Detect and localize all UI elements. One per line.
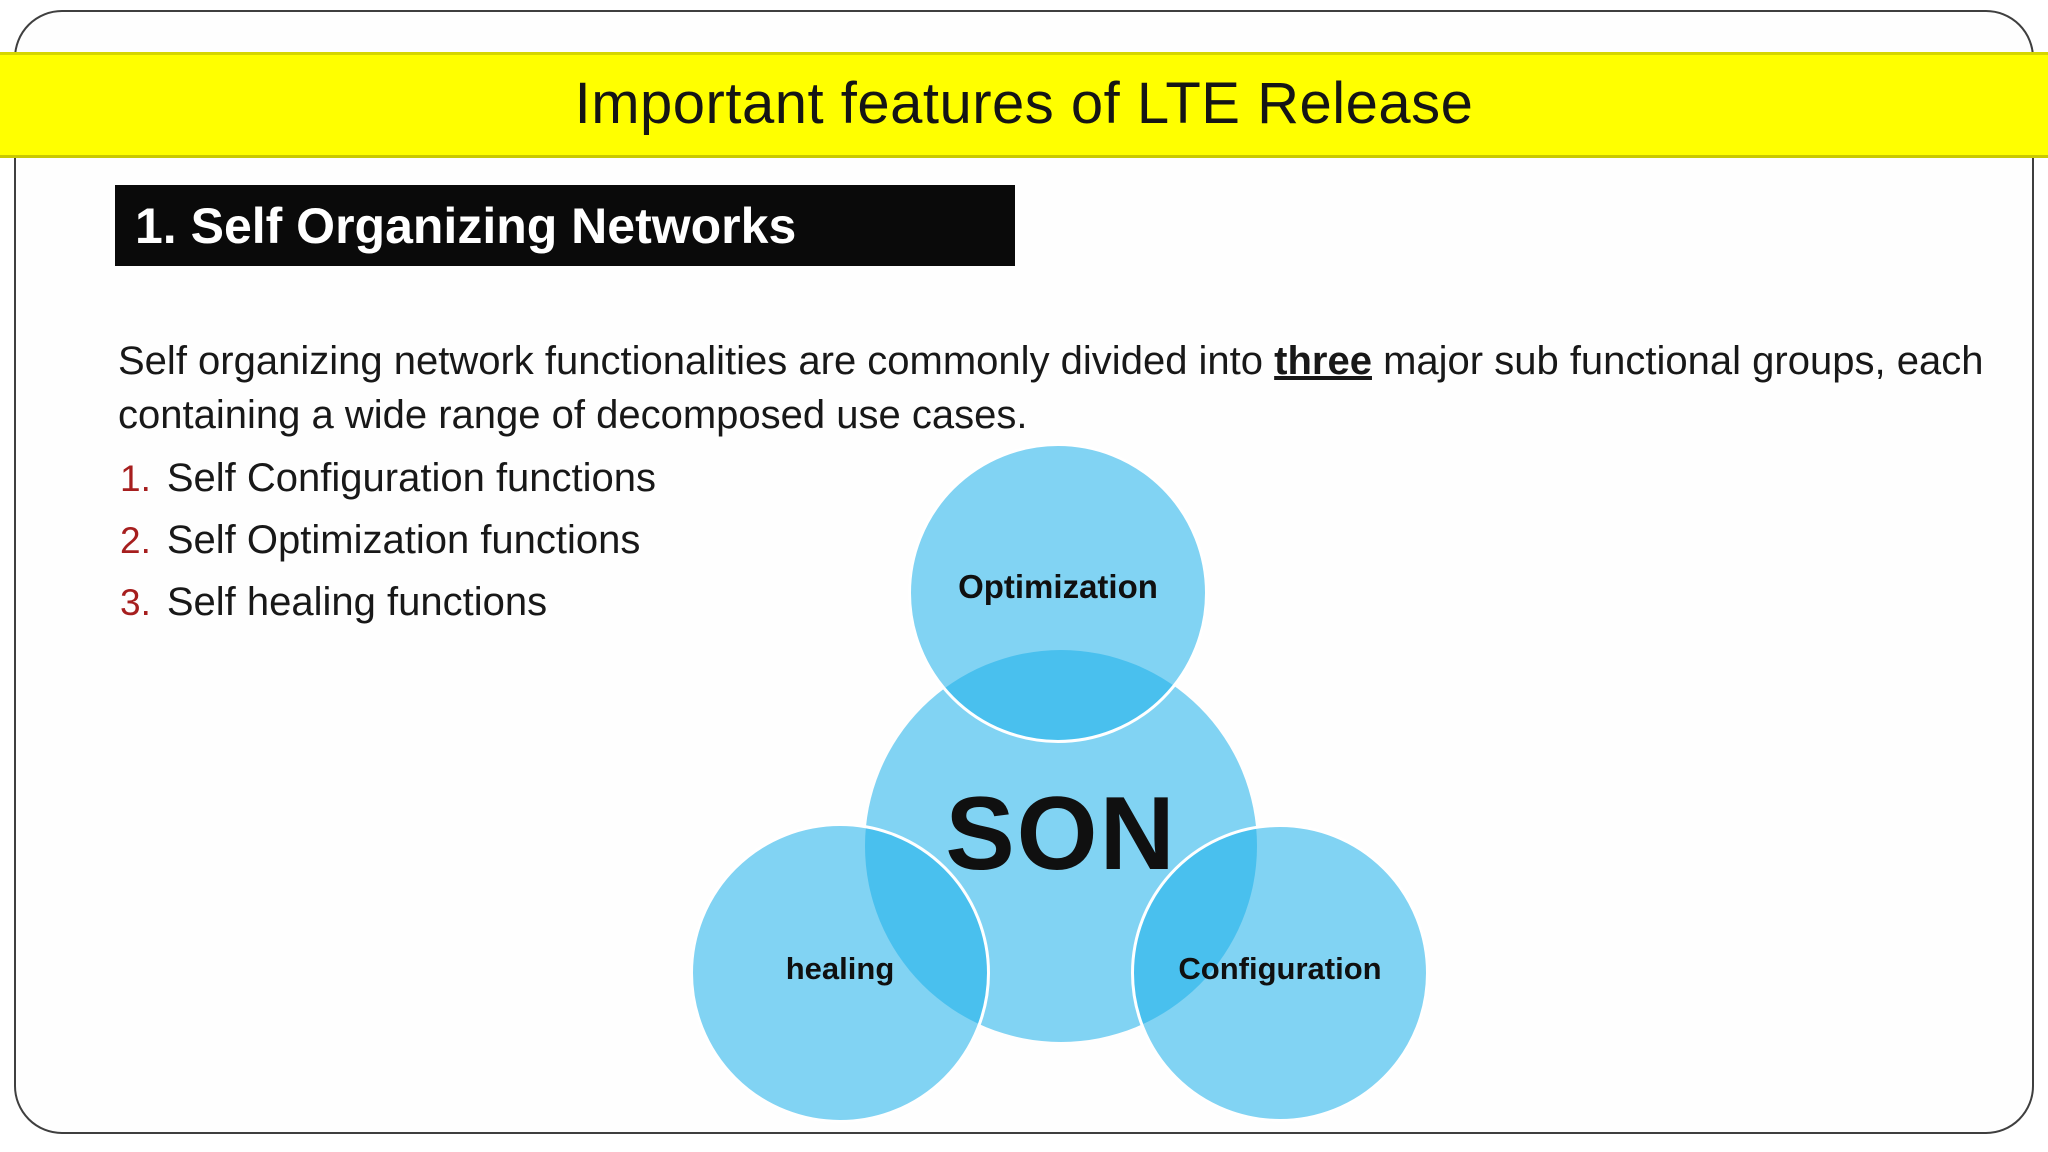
feature-list: 1. Self Configuration functions 2. Self Op… — [120, 452, 656, 638]
list-number: 2. — [120, 520, 151, 561]
configuration-circle — [1131, 824, 1429, 1122]
list-item-label: Self healing functions — [166, 580, 548, 624]
son-circle-label: SON — [945, 776, 1177, 892]
optimization-circle — [908, 443, 1208, 743]
list-number: 3. — [120, 582, 151, 623]
list-item-self-optimization: 2. Self Optimization functions — [120, 514, 656, 567]
intro-text-2: major sub functional groups, each — [1371, 339, 1984, 383]
intro-emphasis-three: three — [1274, 339, 1372, 383]
intro-text-3: containing a wide range of decomposed us… — [118, 393, 1028, 437]
slide-title: Important features of LTE Release — [574, 70, 1474, 136]
title-banner: Important features of LTE Release — [0, 52, 2048, 158]
section-header: 1. Self Organizing Networks — [115, 185, 1015, 266]
configuration-circle-label: Configuration — [1178, 951, 1382, 986]
intro-paragraph: Self organizing network functionalities … — [118, 334, 2028, 442]
intro-text-1: Self organizing network functionalities … — [118, 339, 1275, 383]
list-item-self-configuration: 1. Self Configuration functions — [120, 452, 656, 505]
section-header-label: 1. Self Organizing Networks — [135, 197, 797, 254]
list-item-self-healing: 3. Self healing functions — [120, 576, 656, 629]
healing-circle — [690, 823, 990, 1123]
list-item-label: Self Configuration functions — [166, 456, 657, 500]
optimization-circle-label: Optimization — [958, 568, 1158, 605]
healing-circle-label: healing — [785, 951, 895, 986]
list-item-label: Self Optimization functions — [166, 518, 641, 562]
list-number: 1. — [120, 458, 151, 499]
